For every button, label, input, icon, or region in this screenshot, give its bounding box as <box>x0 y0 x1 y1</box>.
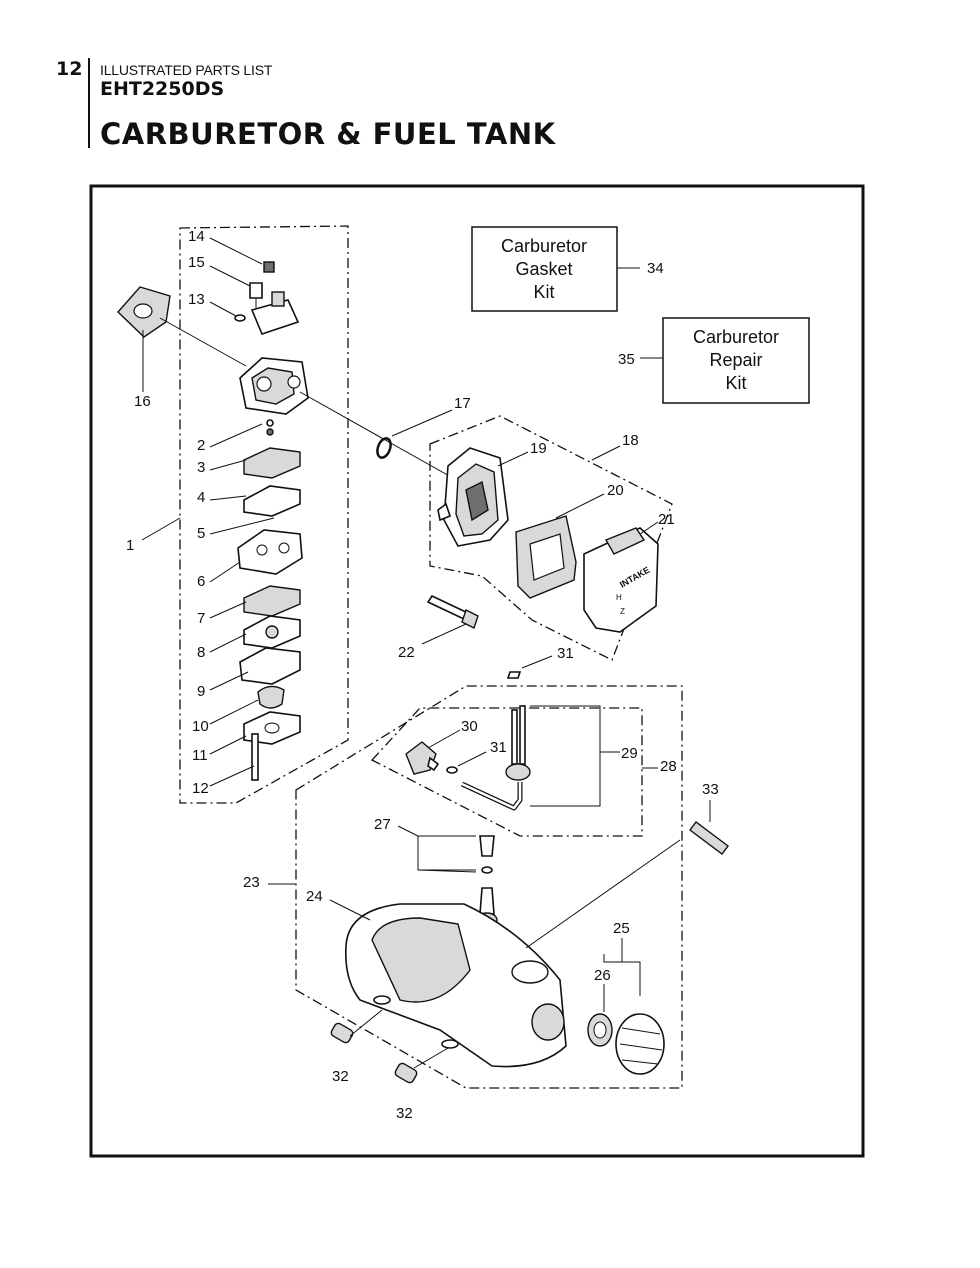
section-label: ILLUSTRATED PARTS LIST <box>100 62 273 78</box>
callout-10: 10 <box>192 718 209 735</box>
callout-31-mid: 31 <box>490 739 507 756</box>
fuel-tank-part <box>344 903 567 1068</box>
fuel-lines-part <box>460 705 531 811</box>
callout-16: 16 <box>134 393 151 410</box>
callout-20: 20 <box>607 482 624 499</box>
callout-21: 21 <box>658 511 675 528</box>
callout-9: 9 <box>197 683 205 700</box>
callout-3: 3 <box>197 459 205 476</box>
diagram-frame <box>89 184 865 1158</box>
callout-19: 19 <box>530 440 547 457</box>
callout-8: 8 <box>197 644 205 661</box>
callout-4: 4 <box>197 489 205 506</box>
fuel-tank-group-outline <box>295 685 683 1089</box>
vent-bracket <box>417 835 477 873</box>
callout-29: 29 <box>621 745 638 762</box>
carburetor-body-part <box>239 357 309 415</box>
gasket-kit-line-1: Carburetor <box>501 236 587 256</box>
pump-cover-6 <box>237 529 303 575</box>
callout-1: 1 <box>126 537 134 554</box>
flange-gasket-part <box>117 286 171 392</box>
metering-cover-9 <box>239 647 301 685</box>
callout-31-top: 31 <box>557 645 574 662</box>
air-cleaner-base-part <box>437 447 509 547</box>
fuel-cap-part <box>615 1013 665 1075</box>
callout-32-left: 32 <box>332 1068 349 1085</box>
callout-27: 27 <box>374 816 391 833</box>
callout-18: 18 <box>622 432 639 449</box>
carb-top-hardware <box>234 261 300 335</box>
clip-31-top-part <box>506 671 522 679</box>
callout-2: 2 <box>197 437 205 454</box>
header-divider <box>88 58 90 148</box>
callout-33: 33 <box>702 781 719 798</box>
callout-26: 26 <box>594 967 611 984</box>
callout-30: 30 <box>461 718 478 735</box>
hose-33-part <box>689 821 729 855</box>
callout-35: 35 <box>618 351 635 368</box>
gasket-3 <box>243 447 301 479</box>
gasket-kit-line-2: Gasket <box>515 259 572 279</box>
air-cover-mark-1: H <box>616 593 622 602</box>
repair-kit-box: Carburetor Repair Kit 35 <box>618 317 810 404</box>
repair-kit-line-2: Repair <box>709 350 762 370</box>
repair-kit-line-3: Kit <box>725 373 746 393</box>
page-number: 12 <box>56 58 83 80</box>
callout-34: 34 <box>647 260 664 277</box>
callout-7: 7 <box>197 610 205 627</box>
diaphragm-4 <box>243 485 301 517</box>
model-title: EHT2250DS <box>100 78 225 100</box>
callout-11: 11 <box>192 747 208 764</box>
gasket-7 <box>243 585 301 617</box>
clip-31-mid-part <box>446 766 458 774</box>
axis-line-tank <box>525 839 681 949</box>
carburetor-group-outline <box>179 225 349 804</box>
callout-17: 17 <box>454 395 471 412</box>
air-cover-part: INTAKE H Z <box>583 527 659 633</box>
grommet-32-right-part <box>394 1062 418 1084</box>
primer-bulb-10 <box>257 685 285 709</box>
screw-12 <box>251 733 259 781</box>
repair-kit-line-1: Carburetor <box>693 327 779 347</box>
gasket-kit-line-3: Kit <box>533 282 554 302</box>
air-cleaner-bolt-part <box>426 594 479 629</box>
callout-6: 6 <box>197 573 205 590</box>
page-title: CARBURETOR & FUEL TANK <box>100 117 556 151</box>
callout-5: 5 <box>197 525 205 542</box>
metering-screw-part <box>266 419 274 436</box>
axis-line-gasket <box>159 317 247 367</box>
callout-28: 28 <box>660 758 677 775</box>
callout-22: 22 <box>398 644 415 661</box>
gasket-stack <box>237 447 303 781</box>
callout-25: 25 <box>613 920 630 937</box>
axis-line-carb <box>299 391 461 483</box>
air-cover-mark-2: Z <box>620 607 625 616</box>
air-filter-element-part <box>515 515 577 599</box>
callout-14: 14 <box>188 228 205 245</box>
gasket-kit-box: Carburetor Gasket Kit 34 <box>471 226 664 312</box>
callout-12: 12 <box>192 780 209 797</box>
callout-23: 23 <box>243 874 260 891</box>
cap-bracket <box>603 938 641 996</box>
fuel-filter-part <box>405 741 440 775</box>
air-cleaner-group-outline <box>429 415 673 661</box>
callout-15: 15 <box>188 254 205 271</box>
callout-labels: 14 15 13 16 2 3 4 5 1 6 7 8 9 10 11 12 1… <box>126 228 719 1122</box>
callout-24: 24 <box>306 888 323 905</box>
grommet-32-left-part <box>330 1022 354 1044</box>
o-ring-part <box>376 437 392 459</box>
callout-32-right: 32 <box>396 1105 413 1122</box>
carb-leader-lines <box>141 237 275 787</box>
callout-13: 13 <box>188 291 205 308</box>
